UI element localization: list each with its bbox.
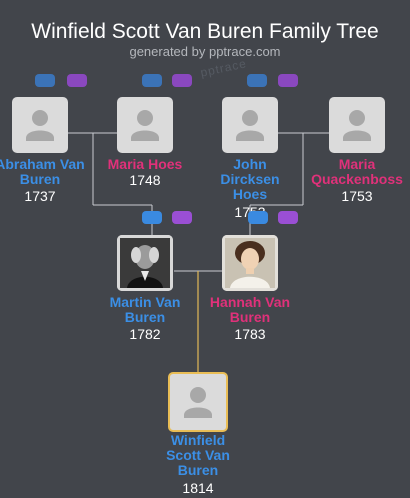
person-card-martin[interactable]	[117, 235, 173, 291]
person-silhouette-icon	[184, 387, 212, 418]
female-badge[interactable]	[278, 74, 298, 87]
page-title: Winfield Scott Van Buren Family Tree	[31, 20, 379, 43]
male-badge[interactable]	[142, 74, 162, 87]
person-year: 1748	[129, 172, 161, 188]
person-card-abraham[interactable]	[12, 97, 68, 153]
portrait-photo	[222, 235, 278, 291]
person-year: 1783	[234, 326, 266, 342]
person-silhouette-icon	[26, 110, 54, 141]
person-name: Winfield Scott Van Buren	[166, 432, 230, 478]
person-card-maria-hoes[interactable]	[117, 97, 173, 153]
male-badge[interactable]	[142, 211, 162, 224]
person-year: 1753	[341, 188, 373, 204]
person-year: 1737	[24, 188, 56, 204]
person-year: 1782	[129, 326, 161, 342]
person-card-hannah[interactable]	[222, 235, 278, 291]
male-badge[interactable]	[35, 74, 55, 87]
male-badge[interactable]	[248, 211, 268, 224]
person-name: Maria Hoes	[107, 156, 183, 172]
person-name: Maria Quackenboss	[311, 156, 403, 187]
person-name: Abraham Van Buren	[0, 156, 85, 187]
female-badge[interactable]	[172, 74, 192, 87]
person-name: Hannah Van Buren	[209, 294, 291, 325]
portrait-photo	[117, 235, 173, 291]
person-silhouette-icon	[343, 110, 371, 141]
person-name: John Dircksen Hoes	[220, 156, 280, 202]
person-name: Martin Van Buren	[109, 294, 181, 325]
female-badge[interactable]	[278, 211, 298, 224]
person-card-john[interactable]	[222, 97, 278, 153]
female-badge[interactable]	[172, 211, 192, 224]
person-silhouette-icon	[236, 110, 264, 141]
person-silhouette-icon	[131, 110, 159, 141]
male-badge[interactable]	[247, 74, 267, 87]
female-badge[interactable]	[67, 74, 87, 87]
person-card-winfield[interactable]	[168, 372, 228, 432]
person-year: 1814	[182, 480, 214, 496]
page-subtitle: generated by pptrace.com	[129, 44, 281, 59]
person-card-maria-quackenboss[interactable]	[329, 97, 385, 153]
